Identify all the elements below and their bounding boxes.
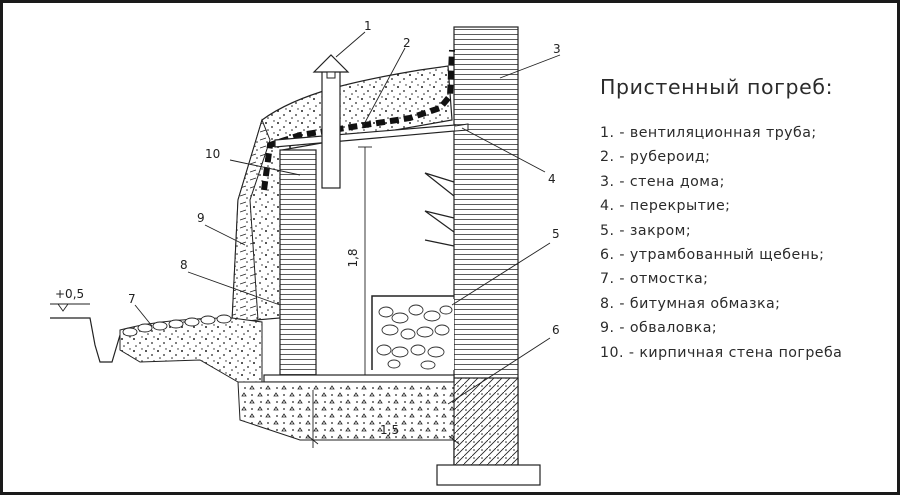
legend-item: 8. - битумная обмазка;: [600, 295, 781, 312]
callout-1: 1: [364, 19, 372, 33]
legend-item: 3. - стена дома;: [600, 173, 725, 190]
dimension-level: +0,5: [55, 287, 84, 301]
callout-9: 9: [197, 211, 205, 225]
legend: Пристенный погреб: 1. - вентиляционная т…: [600, 75, 842, 365]
house-wall: [436, 26, 541, 486]
blind-area: [50, 314, 263, 383]
legend-title: Пристенный погреб:: [600, 75, 834, 99]
embankment-slope: [231, 118, 271, 323]
legend-item: 2. - рубероид;: [600, 149, 711, 166]
cellar-section-drawing: 1,8 1,5 +0,5 1 2 3 4 5 6 7 8 9 10: [50, 19, 561, 486]
callout-4: 4: [548, 172, 556, 186]
legend-item: 5. - закром;: [600, 222, 692, 239]
legend-item: 10. - кирпичная стена погреба: [600, 344, 843, 361]
legend-item: 6. - утрамбованный щебень;: [600, 246, 825, 263]
callout-8: 8: [180, 258, 188, 272]
cellar-brick-wall: [279, 149, 317, 376]
diagram-canvas: 1,8 1,5 +0,5 1 2 3 4 5 6 7 8 9 10 Присте…: [3, 3, 897, 492]
legend-item: 9. - обваловка;: [600, 320, 718, 337]
embankment: [231, 65, 453, 323]
legend-item: 7. - отмостка;: [600, 271, 709, 288]
callout-5: 5: [552, 227, 560, 241]
leader-lines: [134, 31, 561, 405]
floor-crushed-stone: [237, 374, 455, 441]
callout-3: 3: [553, 42, 561, 56]
legend-item: 4. - перекрытие;: [600, 198, 731, 215]
storage-bin: [371, 295, 454, 370]
dimension-lines: [50, 146, 460, 448]
callout-7: 7: [128, 292, 136, 306]
dimension-height: 1,8: [346, 248, 360, 267]
callout-10: 10: [205, 147, 220, 161]
callout-2: 2: [403, 36, 411, 50]
dimension-width: 1,5: [380, 423, 399, 437]
shelves: [424, 172, 455, 247]
callout-6: 6: [552, 323, 560, 337]
roofing-felt: [261, 49, 455, 191]
ventilation-pipe: [312, 54, 350, 189]
legend-item: 1. - вентиляционная труба;: [600, 125, 817, 141]
legend-list: 1. - вентиляционная труба; 2. - рубероид…: [600, 121, 842, 365]
